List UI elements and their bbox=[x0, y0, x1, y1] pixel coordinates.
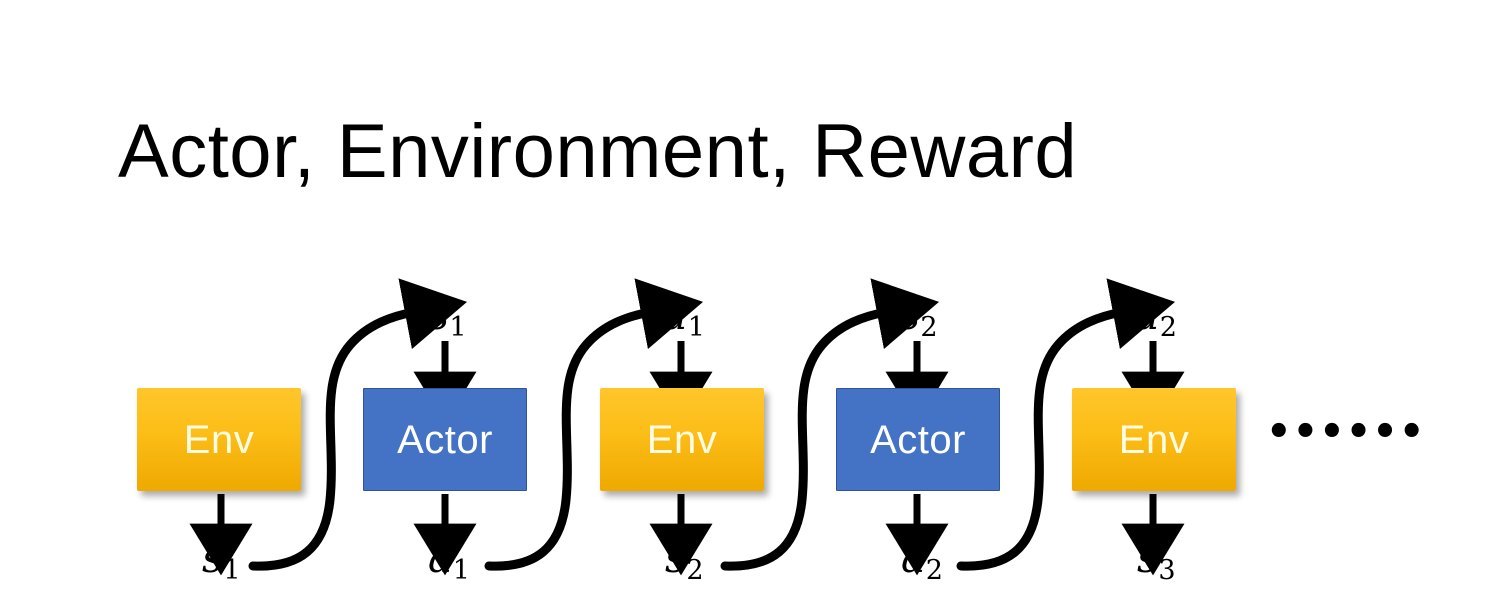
label-bottom-s1: s1 bbox=[202, 538, 241, 587]
label-subscript: 2 bbox=[686, 555, 704, 587]
curve-a2-to-top-a2 bbox=[956, 278, 1176, 571]
label-var: a bbox=[1135, 291, 1160, 339]
node-actor-2[interactable]: Actor bbox=[836, 388, 1000, 491]
label-var: a bbox=[901, 534, 926, 582]
label-bottom-s2: s2 bbox=[665, 538, 704, 587]
curve-a1-to-top-a1 bbox=[484, 278, 704, 571]
node-env-2[interactable]: Env bbox=[600, 388, 764, 491]
label-subscript: 2 bbox=[925, 555, 943, 587]
label-bottom-a2: a2 bbox=[901, 538, 943, 587]
node-label: Env bbox=[1118, 417, 1190, 462]
label-subscript: 1 bbox=[687, 312, 705, 344]
label-var: s bbox=[1137, 534, 1159, 582]
label-var: a bbox=[663, 291, 688, 339]
node-label: Env bbox=[646, 417, 718, 462]
label-top-s1: s1 bbox=[428, 295, 467, 344]
node-actor-1[interactable]: Actor bbox=[363, 388, 527, 491]
label-top-a1: a1 bbox=[663, 295, 705, 344]
continuation-ellipsis: •••••• bbox=[1266, 409, 1426, 455]
curve-s2-to-top-s2 bbox=[720, 278, 940, 571]
node-label: Actor bbox=[870, 417, 966, 462]
label-subscript: 2 bbox=[920, 312, 938, 344]
label-var: s bbox=[202, 534, 224, 582]
label-subscript: 1 bbox=[449, 312, 467, 344]
node-label: Actor bbox=[397, 417, 493, 462]
page-title: Actor, Environment, Reward bbox=[118, 109, 1078, 194]
label-var: a bbox=[428, 534, 453, 582]
label-var: s bbox=[899, 291, 921, 339]
label-subscript: 3 bbox=[1158, 555, 1176, 587]
label-top-s2: s2 bbox=[899, 295, 938, 344]
node-env-3[interactable]: Env bbox=[1072, 388, 1236, 491]
label-var: s bbox=[428, 291, 450, 339]
label-bottom-a1: a1 bbox=[428, 538, 470, 587]
label-subscript: 1 bbox=[223, 555, 241, 587]
label-bottom-s3: s3 bbox=[1137, 538, 1176, 587]
label-subscript: 2 bbox=[1159, 312, 1177, 344]
label-var: s bbox=[665, 534, 687, 582]
curve-s1-to-top-s1 bbox=[248, 278, 468, 571]
node-label: Env bbox=[183, 417, 255, 462]
label-top-a2: a2 bbox=[1135, 295, 1177, 344]
label-subscript: 1 bbox=[452, 555, 470, 587]
node-env-1[interactable]: Env bbox=[137, 388, 301, 491]
